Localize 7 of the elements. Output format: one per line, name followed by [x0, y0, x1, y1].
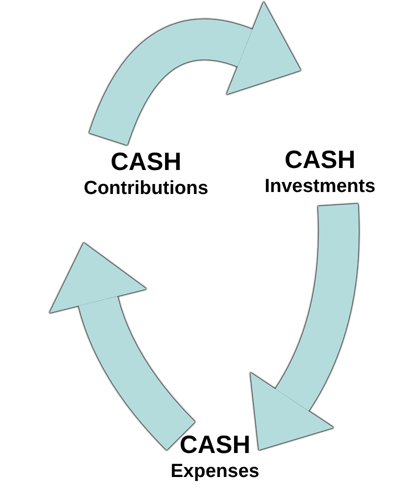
- node-label: Expenses: [170, 460, 260, 484]
- heading-label: CASH: [180, 430, 250, 460]
- curved-block-arrow: [89, 0, 302, 146]
- heading-label: CASH: [284, 145, 356, 175]
- heading-label: CASH: [110, 147, 182, 177]
- node-label: Investments: [264, 175, 376, 199]
- node-label: Contributions: [84, 177, 208, 201]
